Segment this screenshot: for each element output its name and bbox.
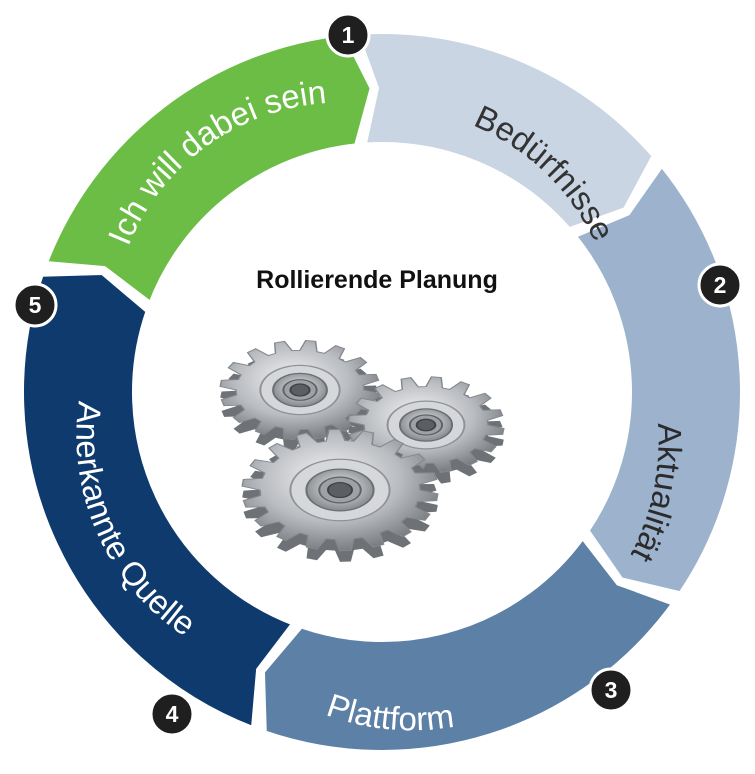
step-badge-4: 4 <box>149 691 195 737</box>
step-badge-3: 3 <box>588 667 634 713</box>
center-title: Rollierende Planung <box>256 266 498 294</box>
step-badge-1: 1 <box>325 12 371 58</box>
segment-beduerfnisse <box>354 30 657 232</box>
step-badge-2: 2 <box>697 262 743 308</box>
segment-plattform <box>260 534 677 754</box>
gears-icon <box>219 340 505 562</box>
svg-text:5: 5 <box>29 292 42 318</box>
svg-text:1: 1 <box>342 22 355 48</box>
step-badges: 1 2 3 4 5 <box>12 12 743 737</box>
svg-text:3: 3 <box>605 677 618 703</box>
svg-text:4: 4 <box>166 701 179 727</box>
segment-anerkannte-quelle <box>20 270 297 731</box>
svg-text:2: 2 <box>714 272 727 298</box>
gear-top-left-icon <box>219 340 381 451</box>
gear-bottom-icon <box>241 428 439 562</box>
ring-segments <box>20 30 744 754</box>
step-badge-5: 5 <box>12 282 58 328</box>
